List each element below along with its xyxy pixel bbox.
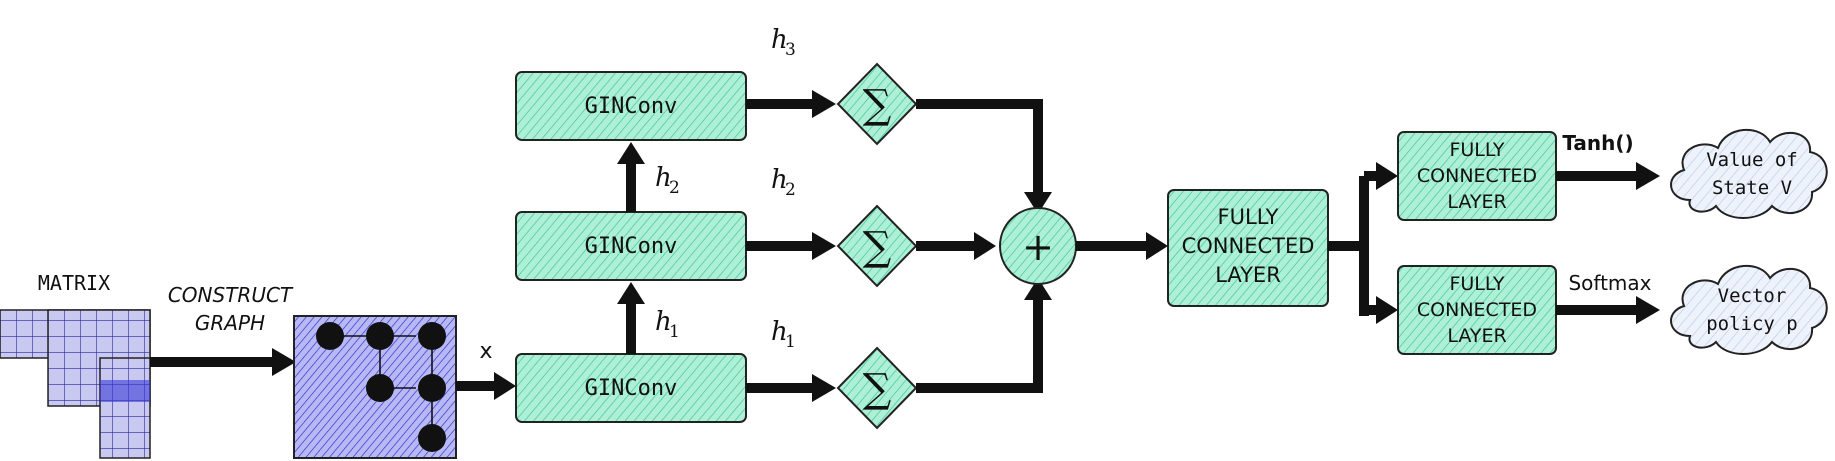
softmax-label: Softmax <box>1568 271 1651 295</box>
svg-text:h: h <box>655 307 672 337</box>
sum-symbol: ∑ <box>863 366 892 412</box>
svg-text:2: 2 <box>669 178 680 198</box>
policy-cloud: Vector <box>1670 264 1828 355</box>
graph-node <box>366 374 394 402</box>
h3-label: h 3 <box>771 25 796 60</box>
matrix-figure <box>0 309 151 459</box>
fc-value-line1: FULLY <box>1449 139 1504 161</box>
add-node: + <box>999 207 1077 285</box>
svg-text:2: 2 <box>785 180 796 200</box>
branch-connector <box>1328 162 1398 324</box>
plus-symbol: + <box>1022 225 1054 269</box>
h1-right-label: h 1 <box>771 317 796 352</box>
fc-value-line2: CONNECTED <box>1417 165 1537 187</box>
sum-node-middle: ∑ <box>836 204 918 288</box>
arrow-plus-to-fc <box>1076 232 1168 260</box>
arrow-gin-mid-to-top <box>617 142 645 212</box>
sum-symbol: ∑ <box>863 82 892 128</box>
fc-policy-line3: LAYER <box>1447 325 1506 347</box>
svg-text:3: 3 <box>785 40 796 60</box>
fc-main-line3: LAYER <box>1215 263 1281 287</box>
graph-node <box>418 374 446 402</box>
gin-block-top: GINConv <box>515 71 747 141</box>
connector-top-sum-to-plus <box>916 99 1052 214</box>
value-output-line2: State V <box>1712 177 1792 199</box>
arrow-gin-mid-to-sum <box>746 232 836 260</box>
gin-block-bottom: GINConv <box>515 353 747 423</box>
h1-vertical-label: h 1 <box>655 307 680 342</box>
matrix-label: MATRIX <box>38 271 110 295</box>
sum-node-bottom: ∑ <box>836 346 918 430</box>
graph-node <box>418 424 446 452</box>
graph-node <box>366 322 394 350</box>
fc-value-line3: LAYER <box>1447 191 1506 213</box>
x-label: x <box>479 339 492 364</box>
value-output-line1: Value of <box>1706 149 1798 171</box>
connector-mid-sum-to-plus <box>916 232 996 260</box>
fc-policy-line1: FULLY <box>1449 273 1504 295</box>
policy-output-line2: policy p <box>1706 313 1798 335</box>
gin-block-middle: GINConv <box>515 211 747 281</box>
h2-vertical-label: h 2 <box>655 163 680 198</box>
policy-output-line1: Vector <box>1718 285 1787 307</box>
fc-main-line1: FULLY <box>1218 205 1279 229</box>
value-cloud: Value of <box>1670 128 1828 219</box>
construct-label-line2: GRAPH <box>195 311 265 335</box>
arrow-graph-to-gin <box>456 372 516 400</box>
h2-right-label: h 2 <box>771 165 796 200</box>
tanh-label: Tanh() <box>1562 131 1633 155</box>
svg-text:h: h <box>771 317 788 347</box>
matrix-highlight-cell <box>100 380 150 402</box>
fc-main-line2: CONNECTED <box>1182 234 1315 258</box>
arrow-gin-top-to-sum <box>746 90 836 118</box>
matrix-block-bottom <box>99 357 151 459</box>
svg-text:h: h <box>655 163 672 193</box>
gin-mid-label: GINConv <box>585 234 678 259</box>
gin-bot-label: GINConv <box>585 376 678 401</box>
svg-text:h: h <box>771 165 788 195</box>
svg-text:1: 1 <box>669 322 680 342</box>
arrow-fc-policy-to-output <box>1556 296 1660 324</box>
graph-figure <box>293 315 457 459</box>
graph-node <box>316 322 344 350</box>
graph-node <box>418 322 446 350</box>
sum-node-top: ∑ <box>836 62 918 146</box>
svg-text:1: 1 <box>785 332 796 352</box>
connector-bot-sum-to-plus <box>916 278 1052 393</box>
svg-text:h: h <box>771 25 788 55</box>
fc-policy-line2: CONNECTED <box>1417 299 1537 321</box>
sum-symbol: ∑ <box>863 224 892 270</box>
construct-label-line1: CONSTRUCT <box>168 283 294 307</box>
arrow-fc-value-to-output <box>1556 162 1660 190</box>
gin-top-label: GINConv <box>585 94 678 119</box>
arrow-matrix-to-graph <box>150 348 296 376</box>
fc-value-block: FULLY <box>1397 131 1557 221</box>
arrow-gin-bot-to-mid <box>617 282 645 354</box>
arrow-gin-bot-to-sum <box>746 374 836 402</box>
